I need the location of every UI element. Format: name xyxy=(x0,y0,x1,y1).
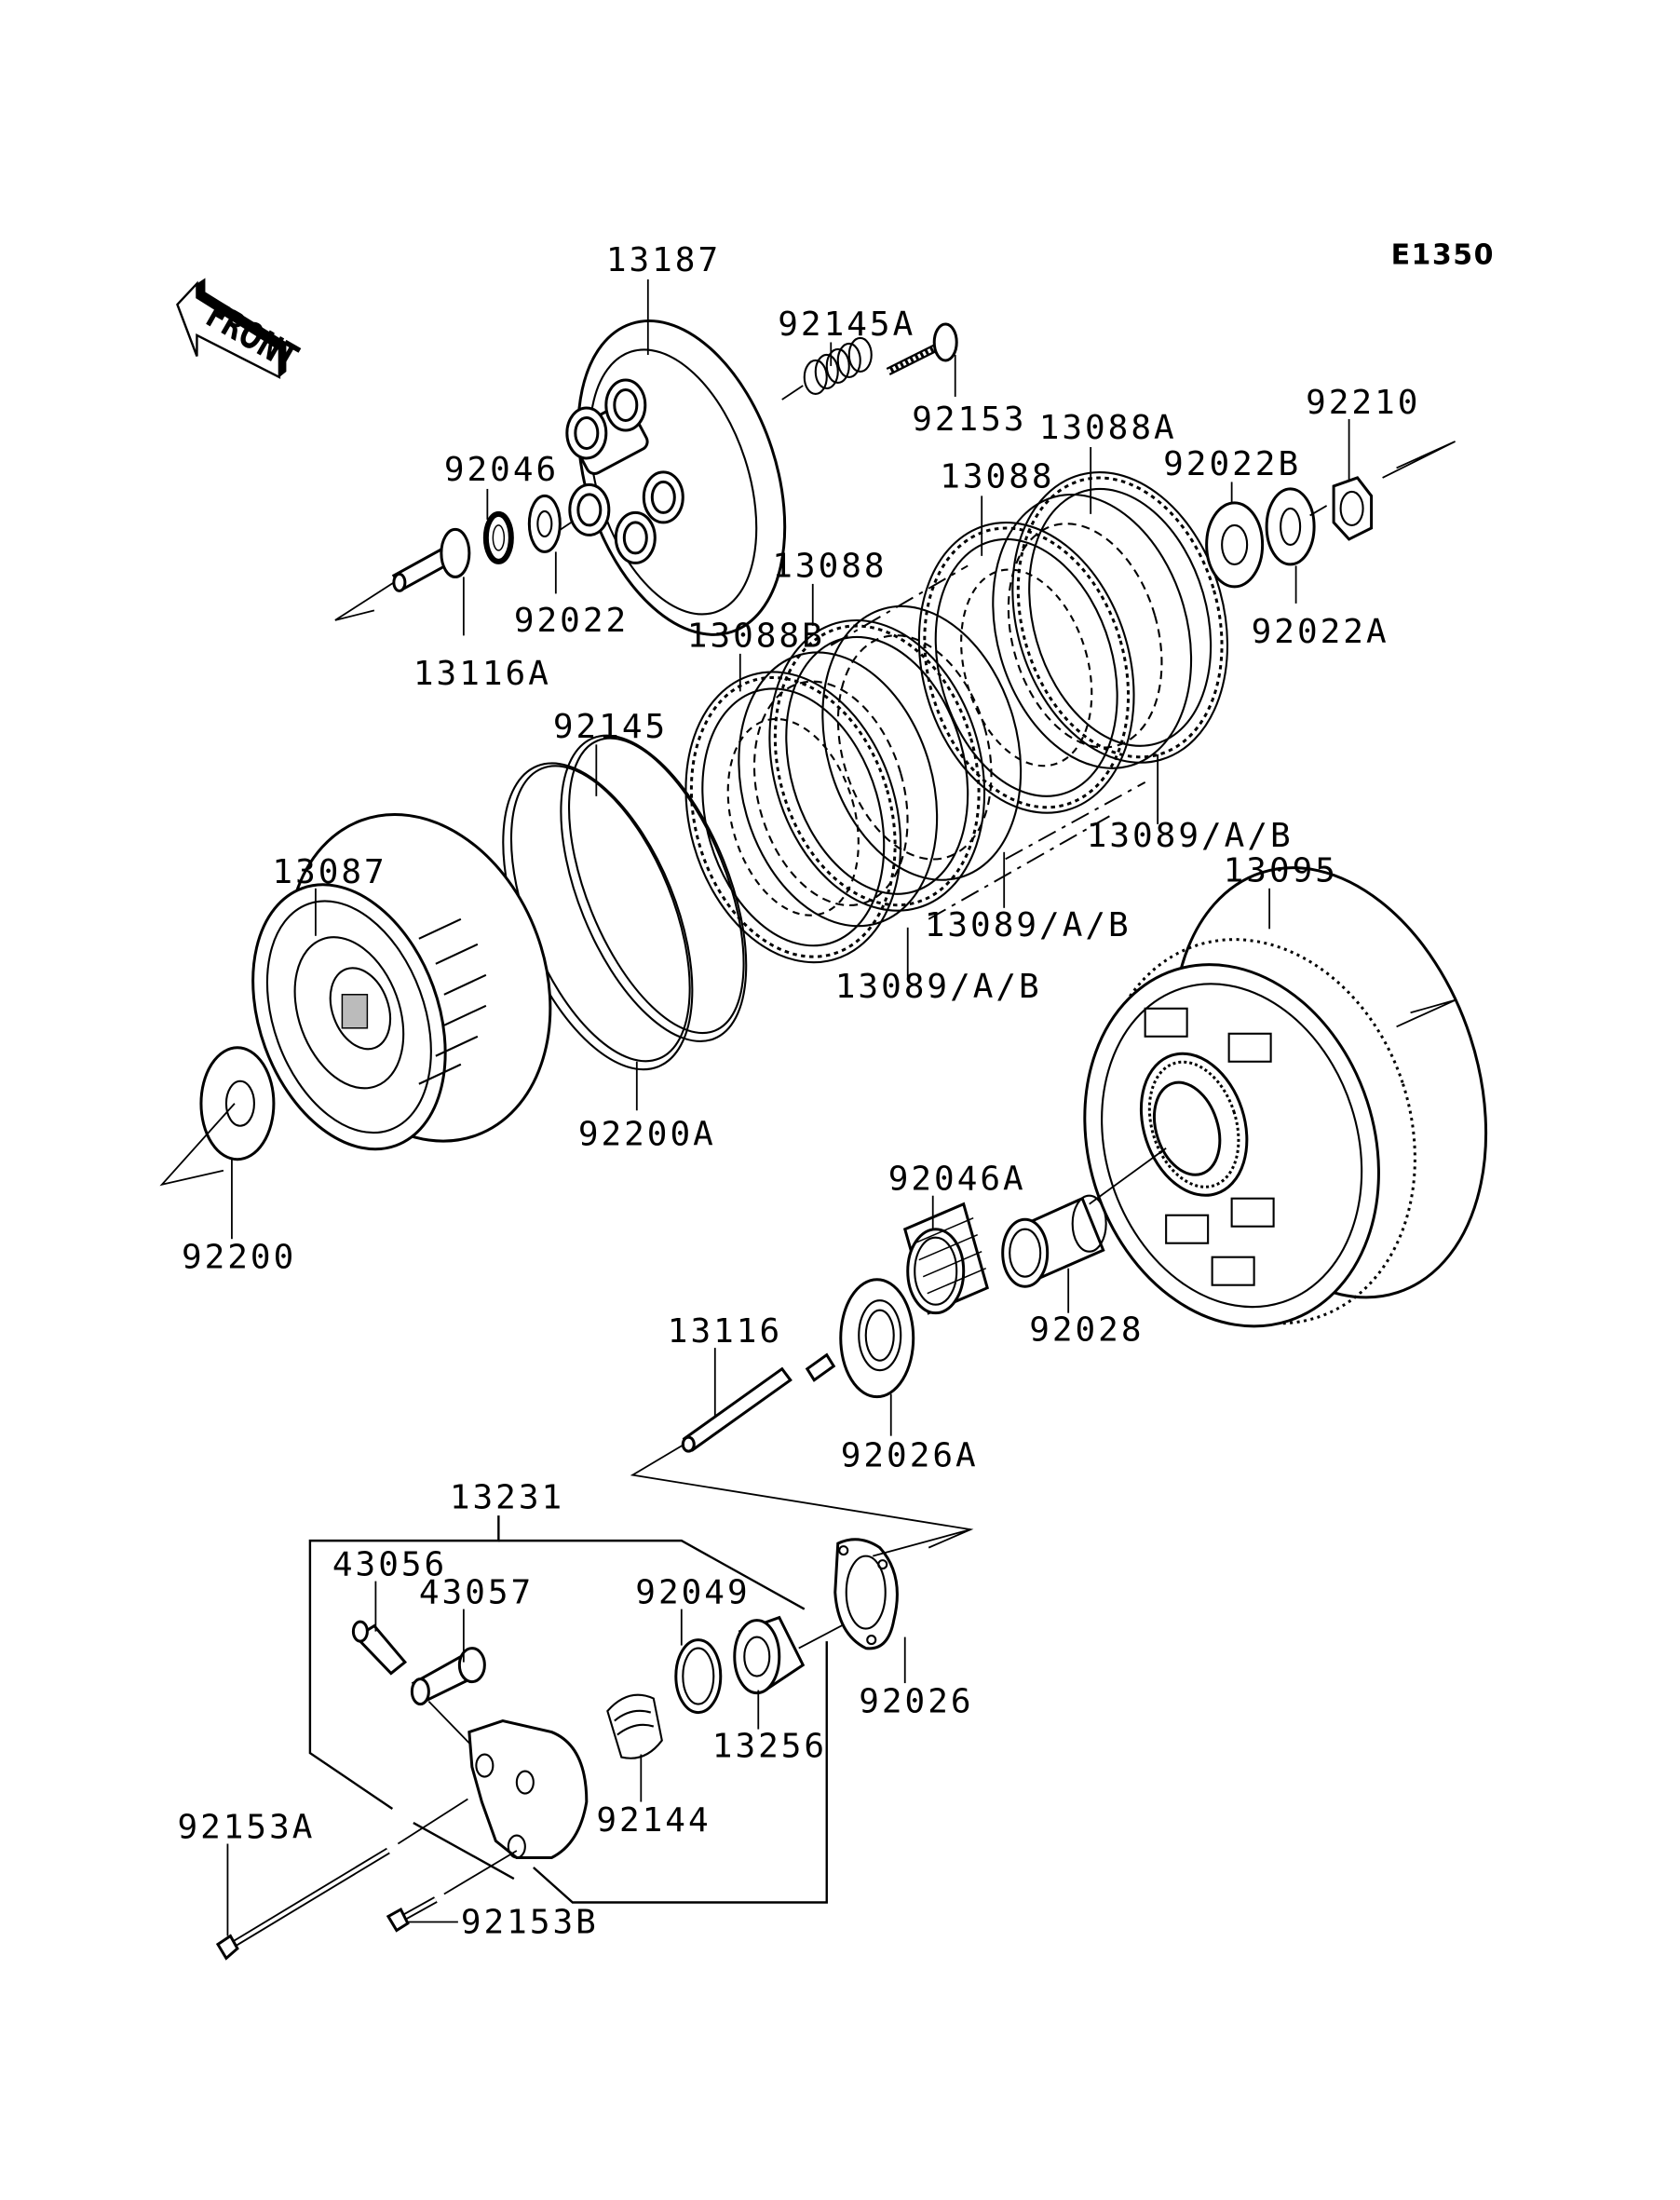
label-92049[interactable]: 92049 xyxy=(635,1574,750,1612)
guide-line xyxy=(830,564,969,646)
label-13088B[interactable]: 13088B xyxy=(687,617,825,655)
guide-line xyxy=(928,814,1111,920)
leader-lines xyxy=(226,278,1350,1936)
assembly-bracket-13231 xyxy=(308,1515,500,1811)
label-13116[interactable]: 13116 xyxy=(668,1312,782,1351)
part-92028-sleeve[interactable] xyxy=(1001,1194,1107,1288)
label-92153A[interactable]: 92153A xyxy=(177,1809,315,1847)
label-92145A[interactable]: 92145A xyxy=(778,306,915,344)
part-43056-bleeder-valve[interactable] xyxy=(351,1620,408,1676)
label-13088-mid[interactable]: 13088 xyxy=(772,547,887,585)
part-13089-steel-plate-1[interactable] xyxy=(708,629,968,950)
part-92046-needle-bearing[interactable] xyxy=(482,510,514,564)
part-92200-washer[interactable] xyxy=(159,1046,276,1187)
label-92046A[interactable]: 92046A xyxy=(888,1161,1026,1199)
part-13116A-push-rod[interactable] xyxy=(334,527,471,621)
label-92022A[interactable]: 92022A xyxy=(1252,613,1389,651)
part-13187-pressure-plate[interactable] xyxy=(536,294,821,661)
assembly-bracket-13231-right xyxy=(498,1539,806,1610)
part-13088B-friction-plate[interactable] xyxy=(653,646,933,988)
part-92046A-needle-bearing[interactable] xyxy=(902,1202,990,1315)
label-13088A[interactable]: 13088A xyxy=(1039,409,1177,447)
label-13231[interactable]: 13231 xyxy=(450,1479,564,1517)
part-13088A-friction-plate[interactable] xyxy=(980,447,1260,789)
label-43056[interactable]: 43056 xyxy=(332,1546,447,1584)
part-92026-gasket[interactable] xyxy=(833,1528,971,1650)
guide-line xyxy=(1005,781,1146,861)
label-13087[interactable]: 13087 xyxy=(272,853,386,891)
part-92022A-washer[interactable] xyxy=(1265,487,1316,566)
part-92210-nut[interactable] xyxy=(1309,441,1456,541)
part-92049-oil-seal[interactable] xyxy=(674,1638,723,1715)
label-92026[interactable]: 92026 xyxy=(859,1683,973,1721)
label-92153[interactable]: 92153 xyxy=(912,401,1026,439)
front-label: FRONT xyxy=(199,293,305,378)
assembly-bracket-13231-bottom xyxy=(533,1641,828,1904)
assembly-bracket-13231-lower xyxy=(413,1821,515,1881)
part-92145-spring-ring[interactable] xyxy=(523,710,784,1066)
part-13095-clutch-housing[interactable] xyxy=(1039,827,1538,1365)
part-13088-friction-plate-mid[interactable] xyxy=(737,594,1017,936)
part-92022B-washer[interactable] xyxy=(1205,501,1265,589)
label-43057[interactable]: 43057 xyxy=(419,1574,534,1612)
part-43057-cap[interactable] xyxy=(410,1647,486,1747)
label-13089-left[interactable]: 13089/A/B xyxy=(835,968,1042,1006)
part-92022-washer[interactable] xyxy=(527,494,562,553)
label-13095[interactable]: 13095 xyxy=(1224,851,1338,890)
label-92210[interactable]: 92210 xyxy=(1306,384,1420,422)
diagram-reference-code: E1350 xyxy=(1391,238,1495,271)
part-92153A-bolt[interactable] xyxy=(215,1798,468,1961)
label-13088-top[interactable]: 13088 xyxy=(940,457,1054,496)
front-direction-arrow-icon: FRONT xyxy=(176,278,305,379)
label-92046[interactable]: 92046 xyxy=(444,451,559,489)
part-labels: 13187 92145A 92153 92046 92022 13116A 13… xyxy=(177,241,1420,1942)
part-13116-push-rod[interactable] xyxy=(630,1352,974,1549)
label-13116A[interactable]: 13116A xyxy=(413,655,551,693)
part-92153-bolt[interactable] xyxy=(886,322,958,375)
label-92026A[interactable]: 92026A xyxy=(841,1437,979,1475)
part-13256-piston[interactable] xyxy=(733,1615,853,1695)
part-92144-spring[interactable] xyxy=(606,1693,663,1759)
label-13089-middle[interactable]: 13089/A/B xyxy=(925,906,1131,944)
label-92028[interactable]: 92028 xyxy=(1029,1311,1144,1350)
label-13089-right[interactable]: 13089/A/B xyxy=(1087,817,1294,855)
part-13231-cylinder-body[interactable] xyxy=(467,1719,589,1860)
label-92153B[interactable]: 92153B xyxy=(461,1904,599,1942)
part-92145A-spring[interactable] xyxy=(781,336,873,401)
part-92026A-spacer[interactable] xyxy=(839,1278,915,1399)
part-13087-clutch-hub[interactable] xyxy=(218,778,594,1179)
label-92022B[interactable]: 92022B xyxy=(1163,445,1301,483)
label-92144[interactable]: 92144 xyxy=(596,1801,711,1840)
part-92153B-bolt[interactable] xyxy=(386,1850,518,1933)
label-13256[interactable]: 13256 xyxy=(712,1728,827,1766)
label-92200[interactable]: 92200 xyxy=(182,1239,296,1277)
label-92200A[interactable]: 92200A xyxy=(578,1116,716,1154)
label-13187[interactable]: 13187 xyxy=(606,241,721,279)
label-92145[interactable]: 92145 xyxy=(553,708,668,746)
part-13088-friction-plate-top[interactable] xyxy=(887,496,1167,838)
label-92022[interactable]: 92022 xyxy=(514,602,629,640)
part-13089-steel-plate-3[interactable] xyxy=(962,471,1222,793)
